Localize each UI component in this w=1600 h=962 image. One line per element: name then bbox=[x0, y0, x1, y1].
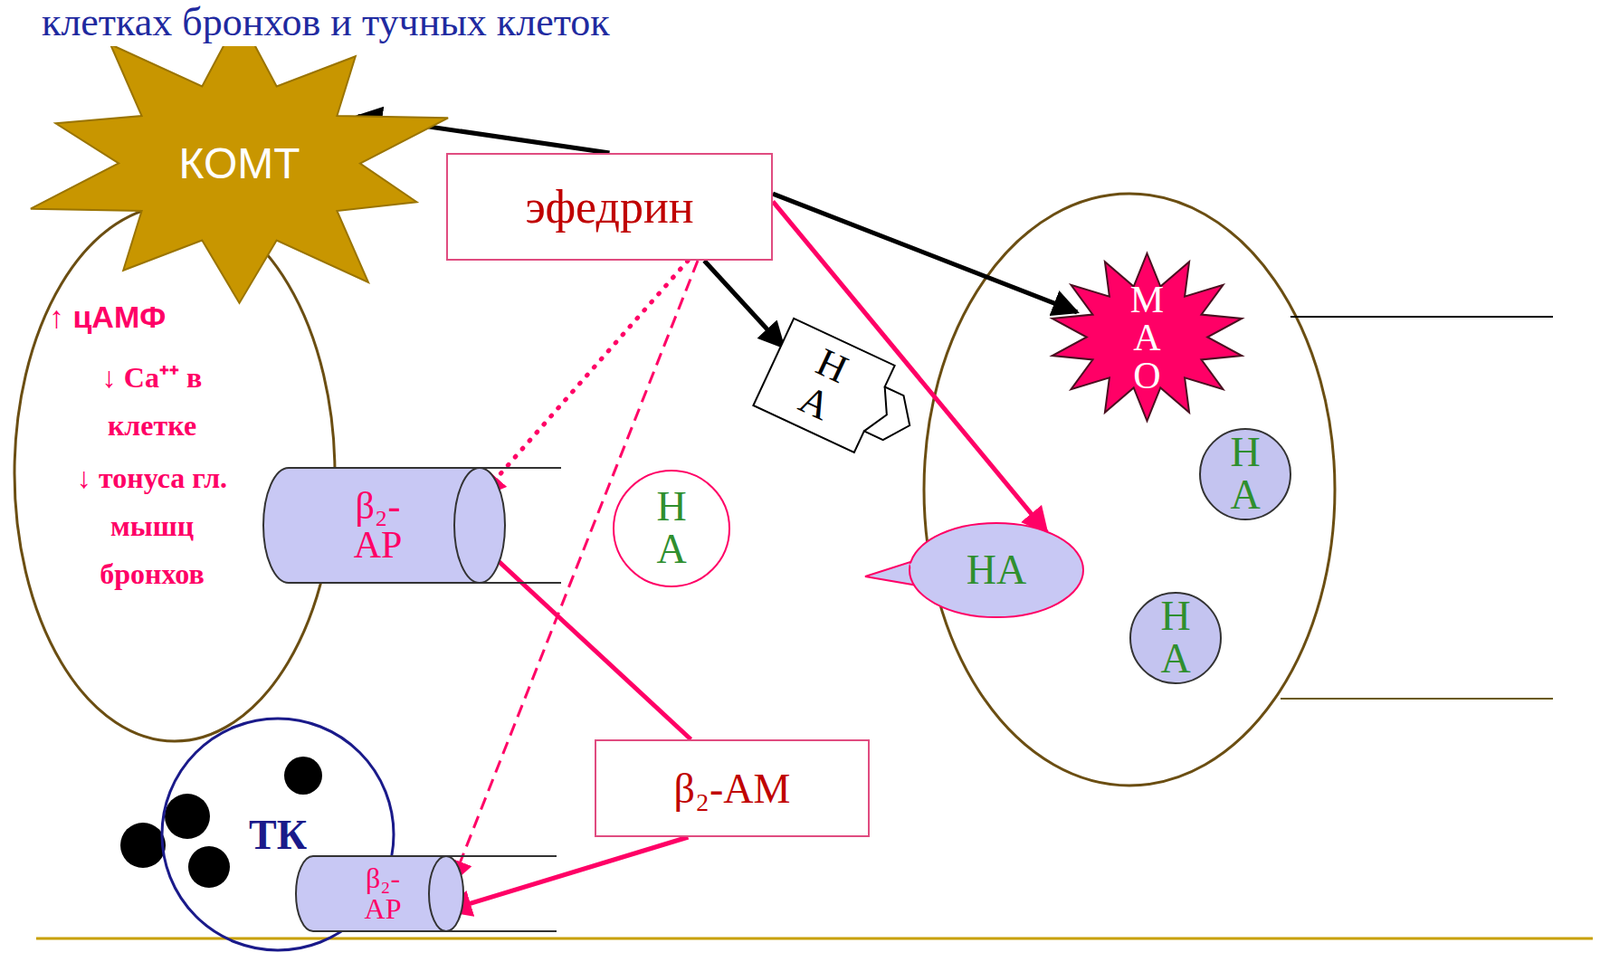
node-label: β₂-АМ bbox=[674, 764, 791, 813]
shape-outline bbox=[263, 466, 562, 584]
node-label: Н А bbox=[1152, 595, 1200, 681]
node-label: М А О bbox=[1125, 280, 1168, 395]
piece-notch bbox=[864, 386, 897, 437]
vesicle: Н А bbox=[1128, 590, 1223, 686]
slide-rule bbox=[36, 937, 1593, 941]
transmitter-piece: Н А bbox=[751, 315, 934, 472]
node-label: эфедрин bbox=[524, 180, 694, 234]
node-label: КОМТ bbox=[178, 138, 300, 189]
node-label: β₂-АР bbox=[353, 486, 403, 565]
nerve-terminal-outline bbox=[923, 193, 1335, 786]
circle-outline bbox=[613, 470, 730, 587]
enzyme-star: М А О bbox=[1049, 253, 1245, 421]
axon-line bbox=[1280, 697, 1553, 700]
bubble-join bbox=[912, 562, 920, 582]
slide-title: клетках бронхов и тучных клеток bbox=[36, 0, 616, 47]
arrow bbox=[480, 260, 688, 496]
drug-box: β₂-АМ bbox=[594, 739, 870, 838]
node-label: НА bbox=[966, 547, 1027, 594]
node-label: Н А bbox=[648, 485, 696, 572]
node-label: ТК bbox=[248, 810, 307, 859]
granule-dot bbox=[284, 756, 323, 795]
piece-outline bbox=[752, 318, 930, 469]
node-label: ↑ цАМФ bbox=[48, 298, 337, 336]
cylinder-face bbox=[454, 467, 505, 583]
drug-box: эфедрин bbox=[446, 152, 773, 261]
cylinder-face bbox=[428, 856, 464, 932]
circle-outline bbox=[1130, 592, 1221, 684]
arrow bbox=[772, 201, 1048, 534]
cylinder-body bbox=[263, 467, 480, 583]
shape-outline bbox=[751, 315, 934, 472]
bronchial-cell: ↑ цАМФ ↓ Ca⁺⁺ в клетке↓ тонуса гл. мышц б… bbox=[12, 203, 337, 743]
granule-dot bbox=[120, 822, 166, 868]
cylinder-edge bbox=[446, 856, 557, 932]
release-bubble: НА bbox=[859, 520, 1086, 621]
star-outline bbox=[1052, 253, 1243, 421]
enzyme-star: КОМТ bbox=[19, 16, 459, 311]
cylinder-edge bbox=[479, 467, 562, 583]
arrow bbox=[772, 193, 1077, 313]
mast-cell: ТКβ₂-АР bbox=[160, 716, 396, 953]
receptor-cylinder: β₂-АР bbox=[263, 466, 562, 584]
circle-outline bbox=[1200, 428, 1291, 520]
shape-outline bbox=[295, 855, 557, 933]
node-label: ↓ тонуса гл. мышц бронхов bbox=[75, 454, 229, 598]
bubble-body bbox=[909, 523, 1084, 618]
cylinder-body bbox=[295, 856, 447, 932]
star-outline bbox=[30, 16, 448, 304]
arrow bbox=[447, 837, 688, 911]
node-label: Н А bbox=[1222, 431, 1269, 517]
node-label: β₂-АР bbox=[364, 863, 402, 924]
vesicle: Н А bbox=[1198, 427, 1293, 522]
arrow bbox=[704, 260, 784, 348]
granule-dot bbox=[188, 846, 230, 888]
transmitter-circle: Н А bbox=[611, 468, 732, 589]
node-label: ↓ Ca⁺⁺ в клетке bbox=[75, 353, 229, 450]
axon-line bbox=[1290, 315, 1553, 318]
granule-dot bbox=[164, 793, 210, 839]
receptor-cylinder: β₂-АР bbox=[295, 855, 557, 933]
